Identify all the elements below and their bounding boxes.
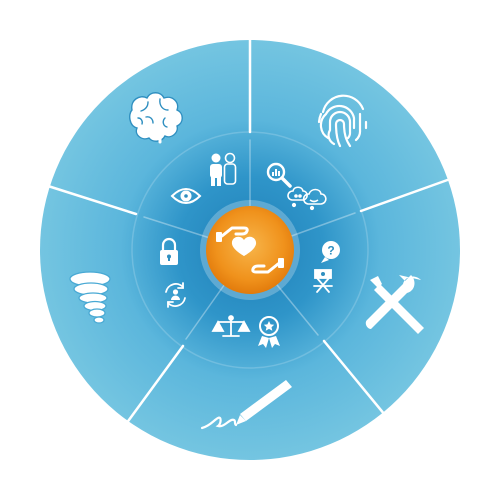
- divider-left: [46, 184, 138, 216]
- person-pair-icon: [210, 152, 237, 186]
- question-bubble-icon: ?: [321, 241, 340, 263]
- svg-text:?: ?: [327, 244, 334, 258]
- fingerprint-icon: [317, 94, 368, 148]
- signature-pen-icon: [200, 380, 292, 430]
- divider-bottom-right: [322, 339, 387, 417]
- magnifier-chart-icon: [266, 162, 292, 188]
- director-chair-icon: [313, 269, 333, 293]
- divider-inner-right: [285, 212, 356, 239]
- refresh-person-icon: [165, 282, 186, 308]
- divider-inner-bottom-left: [185, 280, 228, 340]
- balance-scale-icon: [211, 315, 251, 337]
- hands-holding-heart-icon: [216, 226, 284, 274]
- divider-inner-left: [143, 216, 214, 240]
- divider-right: [359, 176, 455, 213]
- eye-icon: [170, 188, 202, 204]
- padlock-icon: [160, 237, 178, 265]
- tools-icon: [365, 275, 424, 334]
- thought-bubbles-icon: [287, 186, 327, 211]
- brain-icon: [129, 92, 183, 144]
- divider-inner-bottom-right: [272, 279, 319, 336]
- award-ribbon-icon: [258, 316, 280, 348]
- divider-bottom-left: [124, 344, 185, 426]
- tornado-icon: [69, 271, 111, 324]
- segment-dividers: [46, 38, 455, 426]
